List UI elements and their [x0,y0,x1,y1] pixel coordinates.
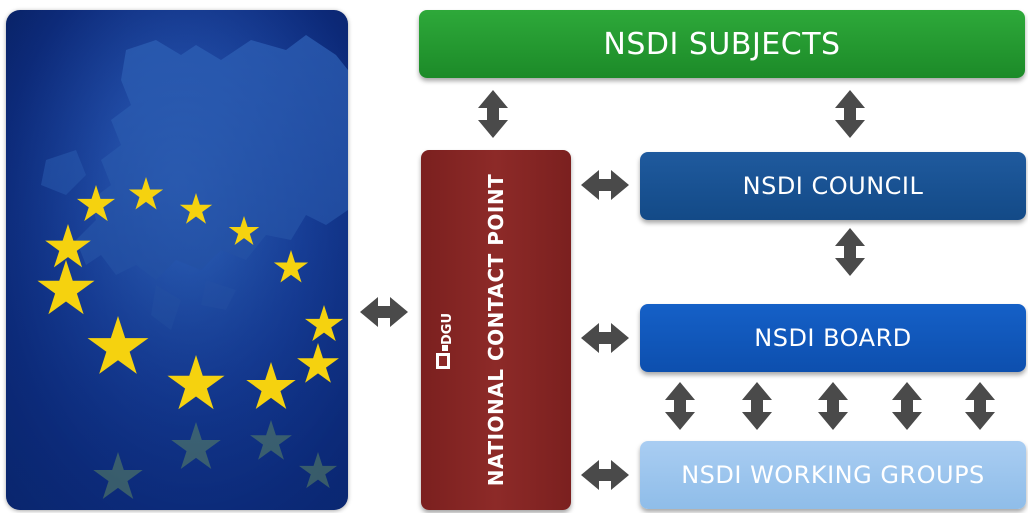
nsdi-working-groups-box: NSDI WORKING GROUPS [640,441,1026,509]
arrow-map-ncp [360,297,408,327]
eu-map-image [6,10,348,510]
nsdi-council-label: NSDI COUNCIL [742,172,924,200]
nsdi-subjects-label: NSDI SUBJECTS [603,26,841,62]
arrow-board-groups-4 [892,382,922,430]
arrow-council-board [835,228,865,276]
nsdi-board-label: NSDI BOARD [754,324,912,352]
dgu-logo-icon [436,345,450,369]
arrow-ncp-groups [581,460,629,490]
europe-map-icon [6,10,348,510]
nsdi-council-box: NSDI COUNCIL [640,152,1026,220]
arrow-board-groups-5 [965,382,995,430]
arrow-board-groups-3 [818,382,848,430]
arrow-board-groups-2 [742,382,772,430]
arrow-board-groups-1 [665,382,695,430]
nsdi-subjects-box: NSDI SUBJECTS [419,10,1025,78]
nsdi-working-groups-label: NSDI WORKING GROUPS [681,461,985,489]
arrow-subjects-council [835,90,865,138]
nsdi-board-box: NSDI BOARD [640,304,1026,372]
arrow-ncp-board [581,323,629,353]
national-contact-point-box: NATIONAL CONTACT POINT [421,150,571,510]
arrow-subjects-ncp [478,90,508,138]
arrow-ncp-council [581,170,629,200]
